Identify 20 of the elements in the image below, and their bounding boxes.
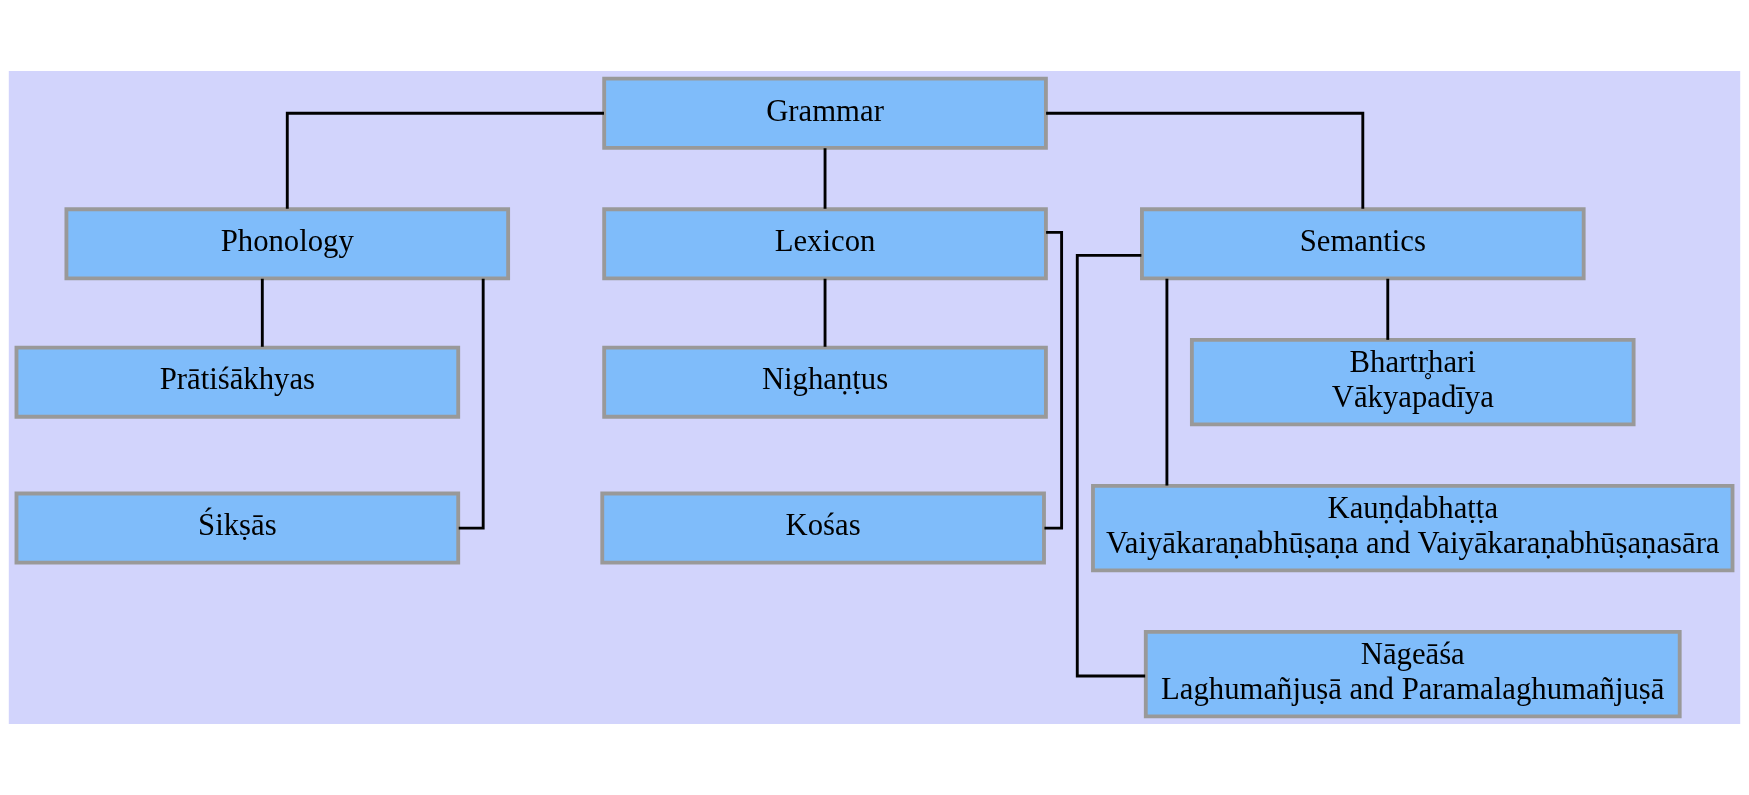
connector <box>1165 278 1169 486</box>
node-box: Nighaṇṭus <box>602 345 1048 419</box>
node-box: Śikṣās <box>14 491 461 565</box>
connector <box>1386 278 1390 340</box>
node-box: Prātiśākhyas <box>14 345 461 419</box>
connector <box>1044 230 1064 530</box>
node-box: Nāgeāśa Laghumañjuṣā and Paramalaghumañjuṣā <box>1143 629 1682 719</box>
node-box: Kośas <box>600 491 1046 565</box>
connector <box>823 148 827 209</box>
node-box: Semantics <box>1140 207 1586 281</box>
node-box: Grammar <box>602 76 1048 150</box>
node-box: Lexicon <box>602 207 1048 281</box>
connector <box>1046 111 1365 209</box>
connector <box>285 111 604 209</box>
connector <box>823 278 827 347</box>
connector <box>260 278 264 347</box>
connector <box>1075 253 1146 678</box>
node-box: Kauṇḍabhaṭṭa Vaiyākaraṇabhūṣaṇa and Vaiyākaraṇabhūṣaṇasāra <box>1091 483 1735 573</box>
node-box: Bhartr̥hari Vākyapadīya <box>1189 337 1636 427</box>
node-box: Phonology <box>64 207 511 281</box>
